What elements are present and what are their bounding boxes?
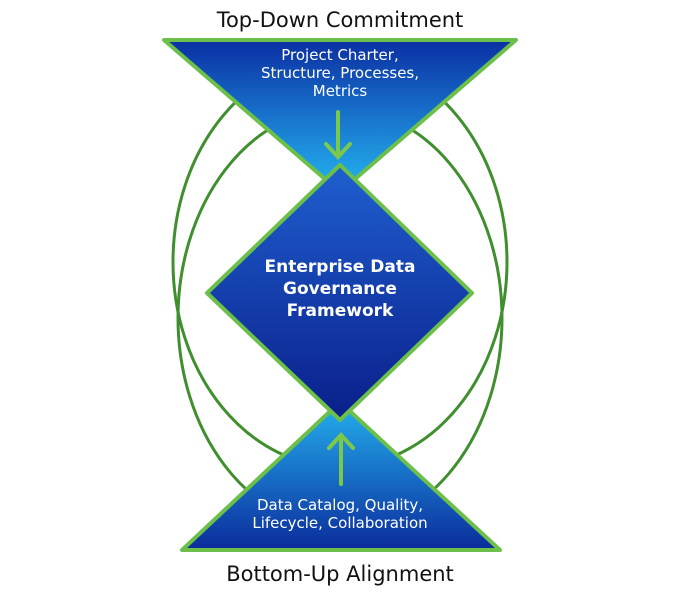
bottom-caption: Bottom-Up Alignment (226, 562, 454, 586)
top-triangle-text: Project Charter, Structure, Processes, M… (190, 46, 490, 100)
top-text-line: Structure, Processes, (260, 64, 420, 82)
top-text-line: Project Charter, (281, 46, 399, 64)
center-text-line: Enterprise Data (264, 257, 416, 277)
down-arrow-icon (324, 110, 352, 160)
top-text-line: Metrics (312, 82, 368, 100)
bottom-text-line: Data Catalog, Quality, (256, 496, 424, 514)
up-arrow-icon (327, 432, 355, 486)
center-text-line: Governance (283, 279, 397, 300)
center-diamond-text: Enterprise Data Governance Framework (220, 256, 460, 322)
center-text-line: Framework (286, 301, 394, 322)
bottom-text-line: Lifecycle, Collaboration (252, 514, 428, 532)
bottom-triangle-text: Data Catalog, Quality, Lifecycle, Collab… (200, 496, 480, 532)
top-caption: Top-Down Commitment (216, 8, 464, 32)
center-diamond (205, 163, 474, 422)
